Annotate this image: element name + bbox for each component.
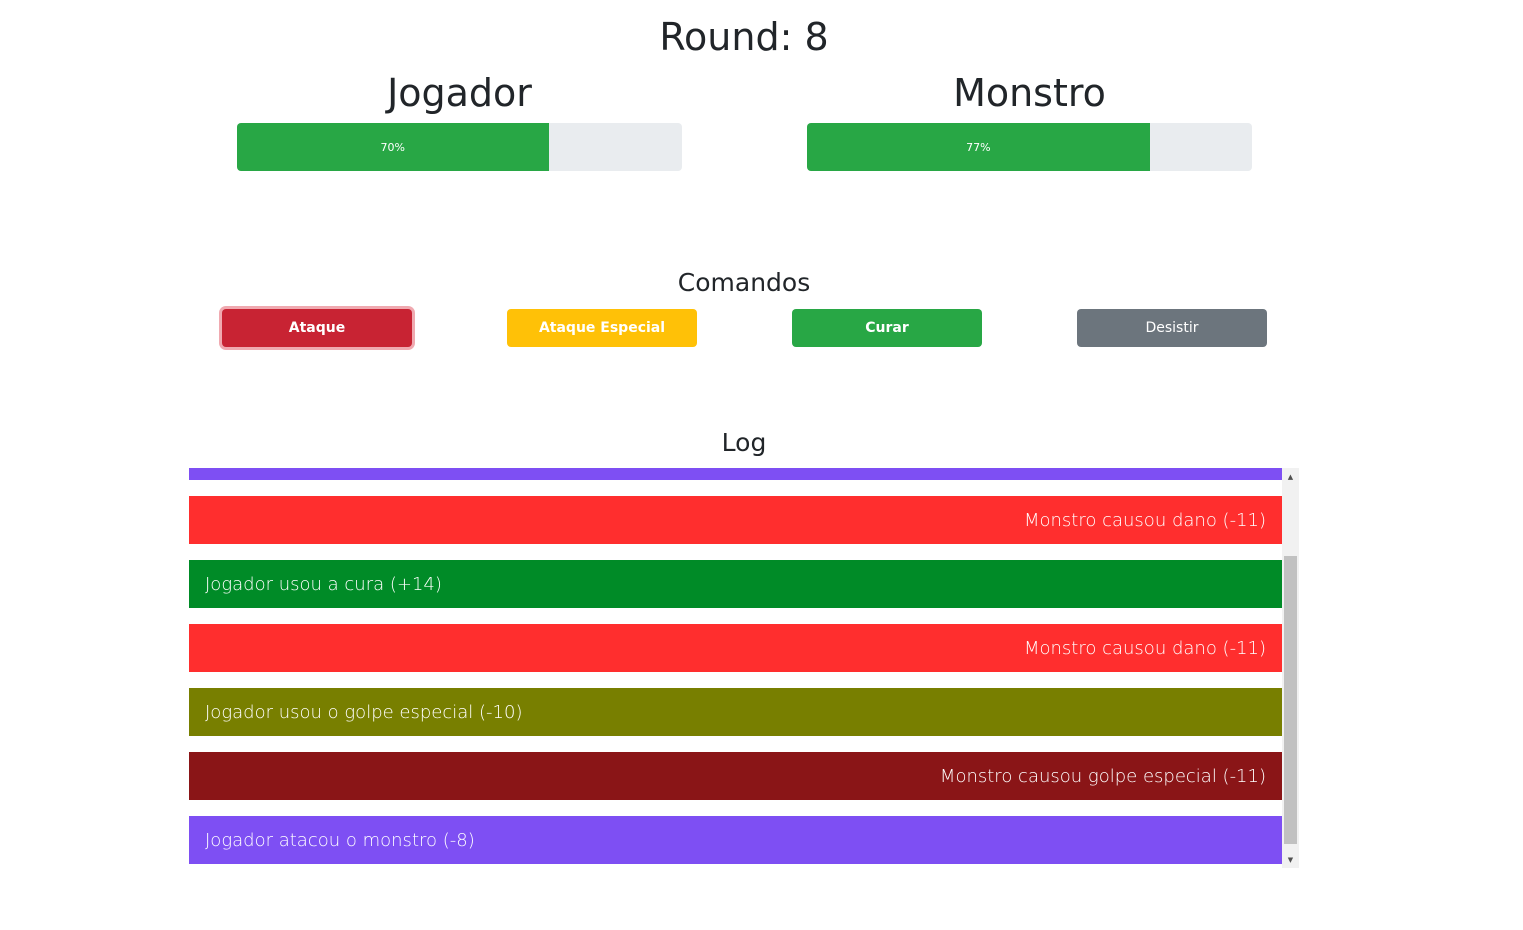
log-entry (189, 468, 1282, 480)
player-name: Jogador (387, 71, 532, 115)
triangle-down-icon[interactable]: ▼ (1287, 855, 1294, 864)
monster-name: Monstro (953, 71, 1106, 115)
log-title: Log (721, 428, 767, 457)
log-entry: Jogador usou o golpe especial (-10) (189, 688, 1282, 736)
log-scrollbar[interactable]: ▲ ▼ (1282, 468, 1299, 868)
scroll-thumb[interactable] (1284, 556, 1297, 844)
log-entry: Monstro causou dano (-11) (189, 624, 1282, 672)
log-entry: Monstro causou dano (-11) (189, 496, 1282, 544)
log-entry: Monstro causou golpe especial (-11) (189, 752, 1282, 800)
commands-title: Comandos (677, 268, 811, 297)
attack-button[interactable]: Ataque (222, 309, 412, 347)
monster-panel: Monstro 77% (807, 70, 1252, 171)
player-panel: Jogador 70% (237, 70, 682, 171)
player-health-fill: 70% (237, 123, 549, 171)
special-attack-button[interactable]: Ataque Especial (507, 309, 697, 347)
triangle-up-icon[interactable]: ▲ (1287, 472, 1294, 481)
heal-button[interactable]: Curar (792, 309, 982, 347)
monster-health-fill: 77% (807, 123, 1150, 171)
log-panel[interactable]: Monstro causou dano (-11) Jogador usou a … (189, 468, 1299, 868)
log-entry: Jogador atacou o monstro (-8) (189, 816, 1282, 864)
give-up-button[interactable]: Desistir (1077, 309, 1267, 347)
round-title: Round: 8 (659, 15, 829, 59)
log-entry: Jogador usou a cura (+14) (189, 560, 1282, 608)
log-list: Monstro causou dano (-11) Jogador usou a … (189, 468, 1282, 868)
player-health-bar: 70% (237, 123, 682, 171)
monster-health-bar: 77% (807, 123, 1252, 171)
